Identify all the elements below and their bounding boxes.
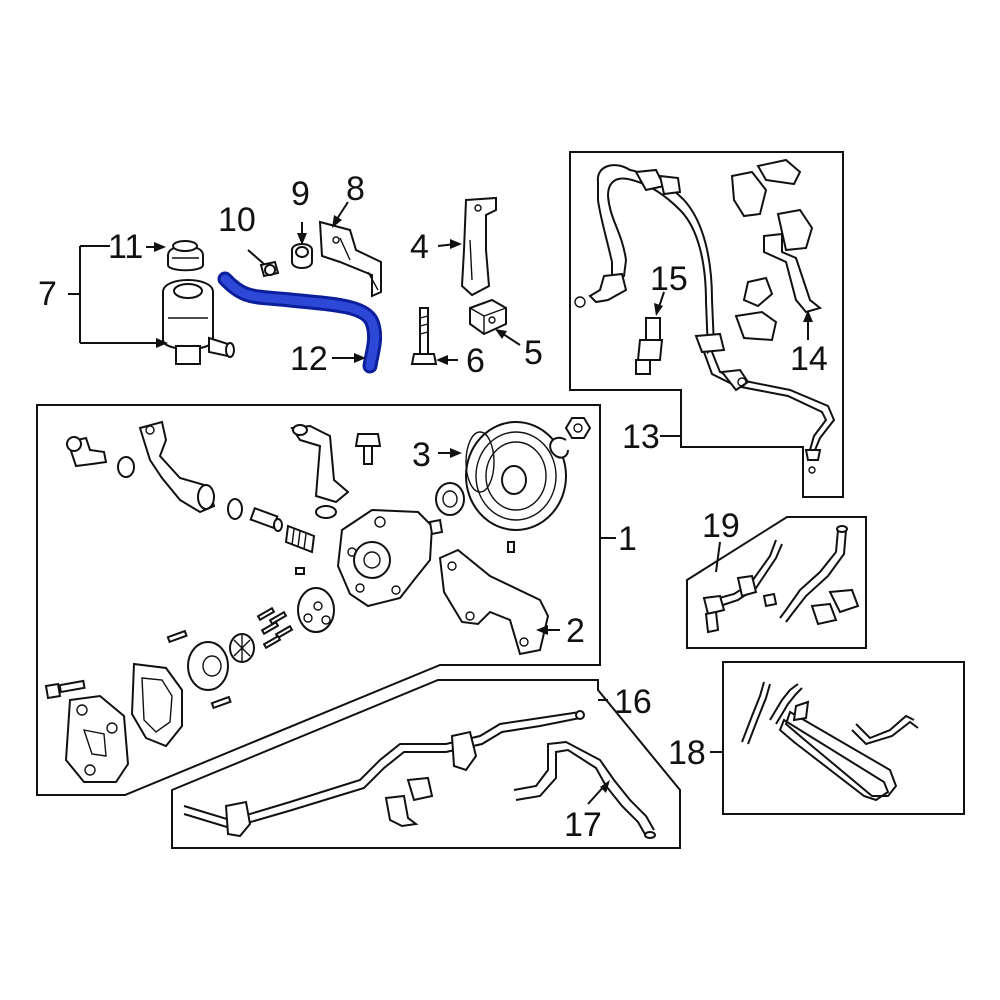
return-tube-box	[686, 516, 867, 649]
cam-ring-part	[297, 587, 335, 633]
nut-part	[564, 417, 592, 439]
pump-assembly-box	[36, 404, 601, 796]
bolt-part-6	[410, 307, 438, 365]
callout-label: 12	[290, 340, 328, 378]
callout-label: 2	[566, 612, 585, 650]
gasket-part	[130, 662, 183, 748]
clip-set-part-14	[730, 158, 823, 342]
seal-part	[435, 482, 465, 516]
bracket-part-4	[460, 196, 497, 297]
callout-label: 7	[38, 275, 57, 313]
dowel-pin-part	[295, 567, 305, 575]
callout-label: 4	[410, 228, 429, 266]
cooler-tube-part-16	[183, 710, 585, 838]
pump-pulley-part	[465, 421, 567, 531]
connector-part	[249, 506, 283, 532]
callout-label: 14	[790, 340, 828, 378]
rotor-part	[229, 633, 255, 663]
callout-label: 1	[618, 520, 637, 558]
union-bolt-part	[354, 433, 382, 465]
pressure-hose-part	[574, 164, 836, 474]
spring-valve-part	[284, 524, 316, 554]
side-plate-part	[187, 641, 229, 691]
o-ring-part	[117, 456, 135, 478]
vane-set-part	[256, 606, 294, 650]
cooler-hose-part-17	[513, 740, 656, 839]
fitting-plug-part	[66, 436, 108, 468]
callout-label: 19	[702, 507, 740, 545]
callout-label: 5	[524, 334, 543, 372]
callout-label: 6	[466, 342, 485, 380]
return-hose-12-highlighted	[217, 271, 383, 374]
bracket-part-8	[318, 220, 382, 298]
rear-cover-part	[64, 694, 130, 783]
callout-label: 17	[564, 806, 602, 844]
grommet-part-9	[291, 243, 313, 269]
washer-part	[549, 437, 569, 459]
reservoir-part	[162, 279, 235, 365]
arrow-11	[154, 242, 166, 252]
pressure-switch-part	[635, 317, 664, 375]
cooler-box	[722, 661, 965, 815]
cover-bolt-part	[44, 679, 86, 700]
callout-label: 10	[218, 201, 256, 239]
dowel-pin-part	[507, 541, 515, 553]
callout-label: 15	[650, 260, 688, 298]
outlet-pipe-part	[290, 424, 350, 504]
callout-label: 3	[412, 436, 431, 474]
o-ring-part	[315, 505, 337, 519]
arrow-7	[156, 338, 168, 348]
callout-label: 9	[291, 175, 310, 213]
insulator-part-5	[469, 298, 507, 336]
pin-part	[166, 629, 188, 644]
suction-pipe-part	[138, 420, 216, 514]
callout-7-bracket	[68, 245, 165, 344]
callout-label: 11	[108, 228, 143, 266]
callout-label: 18	[668, 734, 706, 772]
oil-cooler-part-18	[741, 681, 919, 802]
callout-label: 13	[622, 418, 660, 456]
callout-label: 16	[614, 683, 652, 721]
pump-body-part	[336, 508, 444, 608]
cooler-line-box	[171, 679, 681, 849]
pump-bracket-part-2	[438, 548, 550, 656]
callout-label: 8	[346, 170, 365, 208]
o-ring-part	[227, 498, 243, 520]
return-tube-part-19	[702, 525, 860, 634]
pin-part	[210, 695, 232, 710]
reservoir-cap-part	[167, 240, 204, 272]
pressure-hose-box	[569, 151, 844, 498]
arrow-12	[354, 353, 366, 363]
clamp-part-10	[259, 260, 280, 278]
